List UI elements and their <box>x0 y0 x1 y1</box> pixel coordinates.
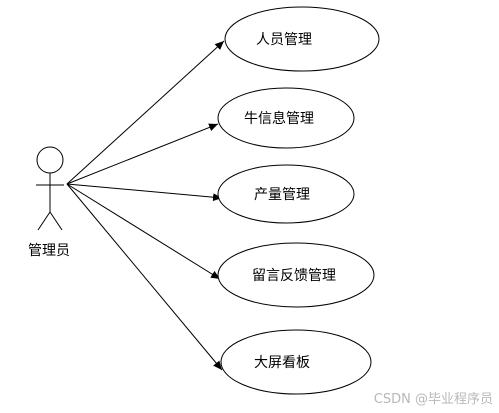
actor-figure <box>36 146 64 231</box>
use-case-ellipse-3 <box>217 164 355 224</box>
association-line-3 <box>66 183 223 202</box>
use-case-ellipse-5 <box>220 329 372 395</box>
actor-label: 管理员 <box>28 243 70 259</box>
watermark: CSDN @毕业程序员 <box>373 392 493 407</box>
actor-head <box>36 146 64 174</box>
actor-right-leg <box>49 211 63 231</box>
use-case-label-5: 大屏看板 <box>254 355 310 371</box>
use-case-label-4: 留言反馈管理 <box>252 268 336 284</box>
use-case-ellipse-4 <box>217 242 375 308</box>
actor-left-leg <box>37 211 51 231</box>
use-case-label-3: 产量管理 <box>254 187 310 203</box>
use-case-ellipse-1 <box>224 6 380 72</box>
use-case-ellipse-2 <box>217 87 355 149</box>
use-case-label-1: 人员管理 <box>256 32 312 48</box>
use-case-label-2: 牛信息管理 <box>244 110 314 127</box>
association-line-4 <box>66 183 221 280</box>
association-line-2 <box>66 123 219 185</box>
association-line-1 <box>66 40 225 185</box>
association-line-5 <box>66 183 223 371</box>
